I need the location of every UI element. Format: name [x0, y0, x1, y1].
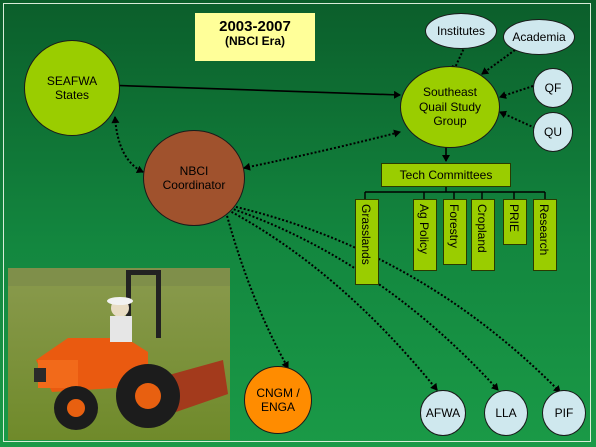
node-afwa: AFWA [420, 390, 466, 436]
link-seafwa-sqsg [103, 81, 401, 99]
link-seafwa-nbci [111, 116, 144, 174]
nbci-line1: NBCI [179, 163, 209, 178]
tech-bracket [364, 187, 546, 199]
seafwa-line1: SEAFWA [46, 73, 98, 88]
nbci-line2: Coordinator [162, 178, 226, 192]
node-lla: LLA [484, 390, 528, 436]
tractor-illustration [8, 268, 230, 440]
sqsg-line3: Group [433, 114, 467, 129]
node-southeast-quail-study-group: Southeast Quail Study Group [400, 66, 500, 148]
committee-ag-policy-label: Ag Policy [417, 204, 431, 255]
era-title-era: (NBCI Era) [224, 34, 285, 49]
tech-committees-box: Tech Committees [381, 163, 511, 187]
cngm-line1: CNGM / [256, 385, 300, 400]
sqsg-line2: Quail Study [418, 99, 482, 114]
link-nbci-lla [229, 207, 499, 391]
committee-prie-label: PRIE [507, 204, 521, 233]
link-nbci-pif [231, 205, 561, 393]
node-pif: PIF [542, 390, 586, 436]
sqsg-line1: Southeast [422, 85, 478, 100]
era-title: 2003-2007 (NBCI Era) [195, 13, 315, 61]
node-institutes: Institutes [425, 13, 497, 49]
link-qf-sqsg [499, 85, 534, 99]
node-qf: QF [533, 68, 573, 108]
node-qu: QU [533, 112, 573, 152]
tractor-photo [8, 268, 230, 440]
link-institutes-sqsg [451, 45, 466, 73]
node-nbci-coordinator: NBCI Coordinator [143, 130, 245, 226]
link-nbci-sqsg [243, 129, 401, 171]
link-academia-sqsg [481, 49, 516, 75]
node-academia: Academia [503, 19, 575, 55]
link-nbci-afwa [227, 209, 438, 391]
committee-cropland: Cropland [471, 199, 495, 271]
era-title-years: 2003-2007 [219, 18, 291, 35]
committee-research-label: Research [537, 204, 551, 256]
link-qu-sqsg [499, 110, 536, 129]
committee-forestry-label: Forestry [447, 204, 461, 249]
seafwa-line2: States [54, 88, 89, 102]
cngm-line2: ENGA [260, 400, 295, 414]
link-nbci-cngm [225, 211, 289, 369]
node-seafwa-states: SEAFWA States [24, 40, 120, 136]
committee-forestry: Forestry [443, 199, 467, 265]
committee-ag-policy: Ag Policy [413, 199, 437, 271]
committee-prie: PRIE [503, 199, 527, 245]
committee-cropland-label: Cropland [475, 204, 489, 253]
node-cngm-enga: CNGM / ENGA [244, 366, 312, 434]
committee-grasslands: Grasslands [355, 199, 379, 285]
committee-grasslands-label: Grasslands [359, 204, 373, 265]
committee-research: Research [533, 199, 557, 271]
